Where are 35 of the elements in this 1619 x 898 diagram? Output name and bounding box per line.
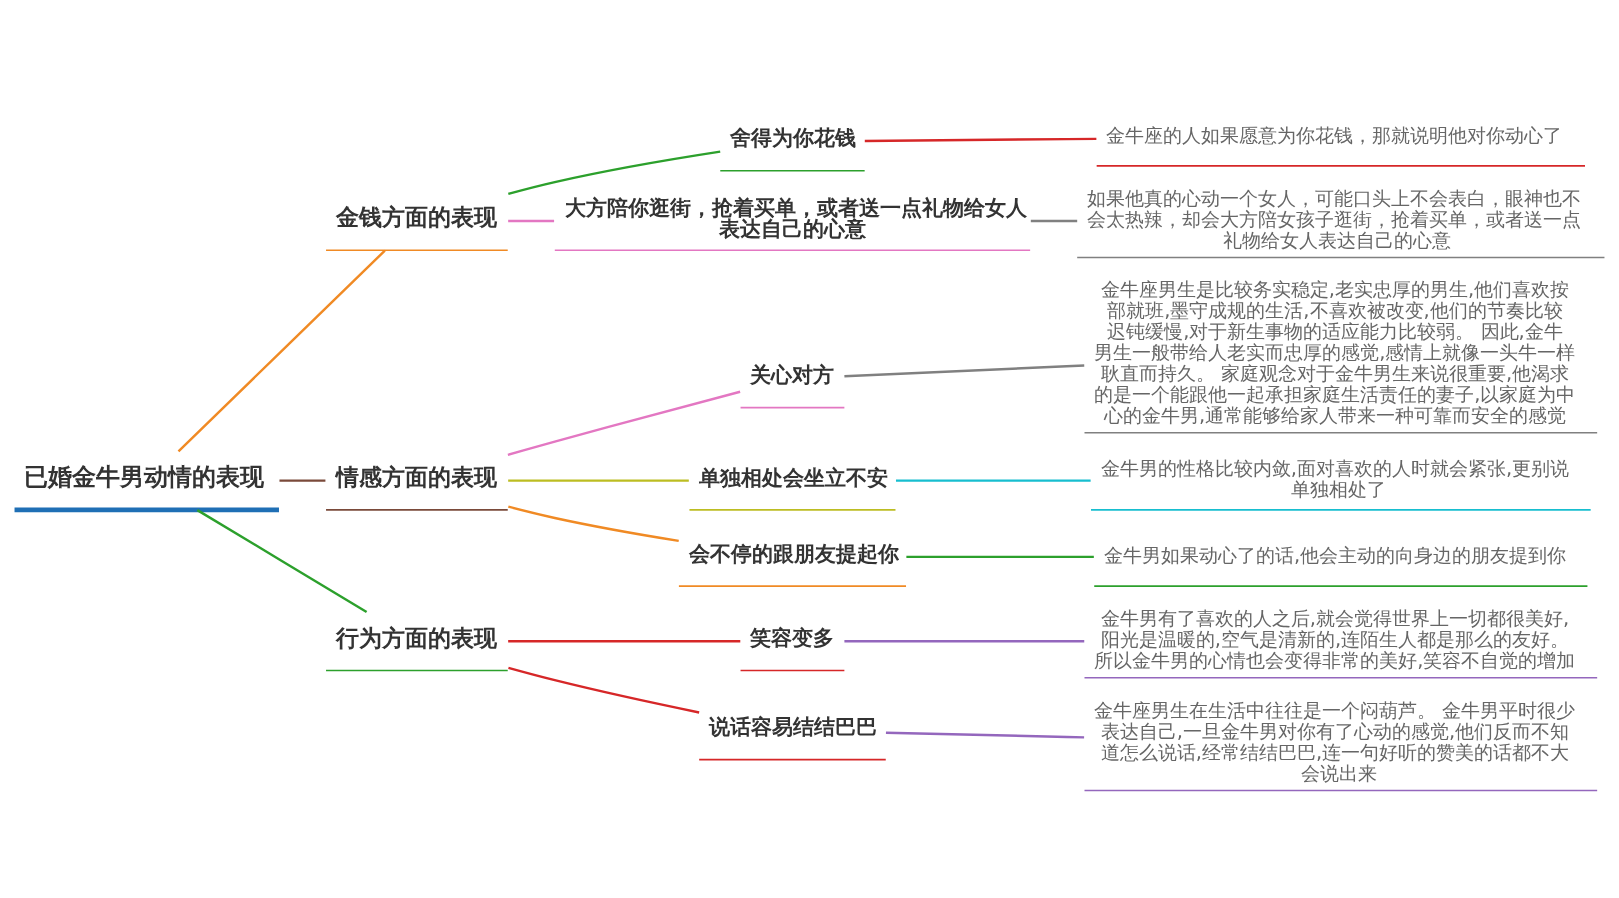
connector	[508, 666, 700, 714]
node-text: 舍得为你花钱	[730, 125, 856, 151]
node-text: 说话容易结结巴巴	[708, 714, 877, 740]
connector	[885, 731, 1085, 739]
node-text: 笑容变多	[750, 625, 835, 651]
node-text: 金牛座男生是比较务实稳定,老实忠厚的男生,他们喜欢按部就班,墨守成规的生活,不喜欢被改变,他们的节奏比较迟钝缓慢,对于新生事物的适应能力比较弱。 因此,金牛男生一般带给人老实而忠厚的感觉,感情上就像一头牛一样耿直而持久。 家庭观念对于金牛男生来说很重要,他渴求的是一个能跟他一起承担家庭生活责任的妻子,以家庭为中心的金牛男,通常能够给家人带来一种可靠而安全的感觉	[1094, 277, 1576, 428]
connector	[895, 479, 1091, 482]
node-text: 金钱方面的表现	[335, 204, 497, 231]
connector	[279, 479, 326, 482]
node-text: 行为方面的表现	[335, 624, 497, 651]
node-text: 大方陪你逛街，抢着买单，或者送一点礼物给女人表达自己的心意	[564, 195, 1027, 242]
connector	[864, 137, 1097, 143]
connector	[507, 390, 741, 457]
connector	[508, 479, 689, 482]
node-text: 金牛男的性格比较内敛,面对喜欢的人时就会紧张,更别说单独相处了	[1100, 457, 1570, 502]
node-text: 已婚金牛男动情的表现	[24, 461, 265, 491]
node-text: 金牛男如果动心了的话,他会主动的向身边的朋友提到你	[1103, 543, 1567, 567]
connector	[508, 219, 555, 223]
connector	[508, 640, 741, 643]
connector	[508, 150, 721, 196]
node-text: 金牛座的人如果愿意为你花钱，那就说明他对你动心了	[1106, 123, 1563, 147]
connector	[1030, 219, 1078, 223]
connector	[906, 555, 1094, 559]
node-text: 单独相处会坐立不安	[699, 464, 889, 490]
node-text: 情感方面的表现	[335, 464, 497, 491]
connector	[177, 249, 386, 453]
node-text: 金牛男有了喜欢的人之后,就会觉得世界上一切都很美好,阳光是温暖的,空气是清新的,连陌生人都是那么的友好。所以金牛男的心情也会变得非常的美好,笑容不自觉的增加	[1094, 607, 1576, 673]
node-text: 会不停的跟朋友提起你	[688, 540, 899, 566]
connector	[844, 640, 1085, 643]
node-text: 如果他真的心动一个女人，可能口头上不会表白，眼神也不会太热辣，却会大方陪女孩子逛街，抢着买单，或者送一点礼物给女人表达自己的心意	[1086, 186, 1581, 253]
node-text: 金牛座男生在生活中往往是一个闷葫芦。 金牛男平时很少表达自己,一旦金牛男对你有了心动的感觉,他们反而不知道怎么说话,经常结结巴巴,连一句好听的赞美的话都不大会说出来	[1094, 698, 1576, 786]
connector	[508, 505, 679, 543]
connector	[196, 509, 368, 614]
node-text: 关心对方	[750, 362, 835, 388]
connector	[844, 364, 1085, 378]
